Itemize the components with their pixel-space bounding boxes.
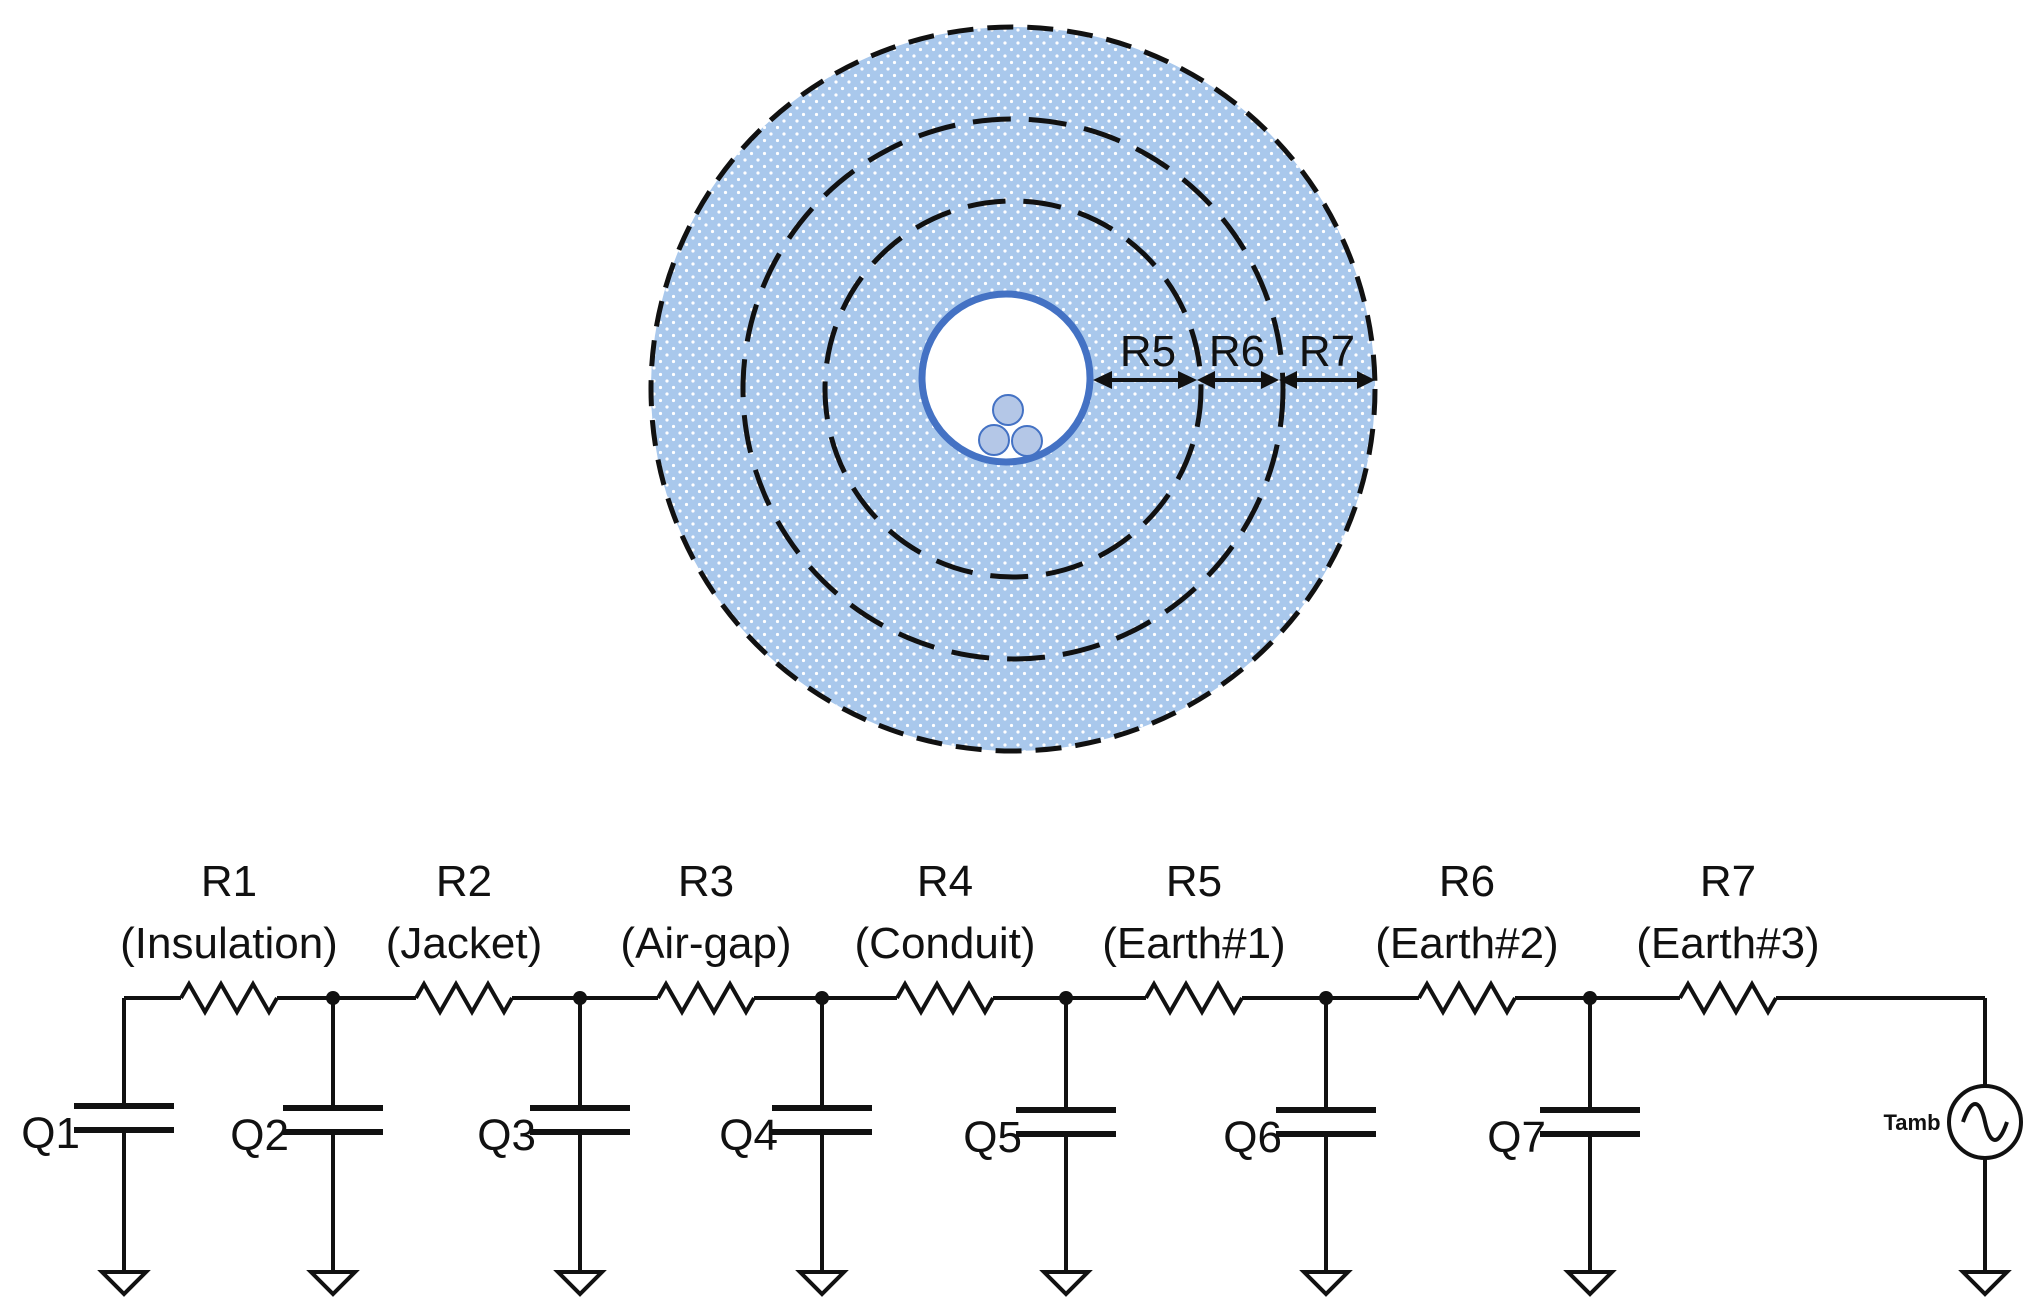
cable-conductor <box>1011 425 1043 457</box>
resistor-description: (Insulation) <box>120 919 338 968</box>
capacitor-label: Q2 <box>230 1111 289 1160</box>
ground-symbol <box>1563 1270 1617 1297</box>
resistor-label: R6 <box>1439 857 1495 906</box>
middle-boundary-ring <box>740 116 1286 662</box>
resistor-label: R3 <box>678 857 734 906</box>
ambient-source: Tamb <box>1883 1084 2023 1160</box>
ambient-source-symbol <box>1947 1084 2023 1160</box>
capacitor-label: Q6 <box>1223 1113 1282 1162</box>
ground-symbol <box>1958 1270 2012 1297</box>
resistor-r2 <box>414 979 514 1017</box>
ground-symbol <box>1039 1270 1093 1297</box>
ambient-source-label: Tamb <box>1883 1110 1940 1135</box>
outer-boundary-ring <box>648 24 1378 754</box>
capacitor-label: Q5 <box>963 1113 1022 1162</box>
layer-label-r7: R7 <box>1299 327 1355 376</box>
resistor-label: R1 <box>201 857 257 906</box>
capacitor-label: Q7 <box>1487 1113 1546 1162</box>
cable-cross-section: R5 R6 R7 <box>648 24 1378 754</box>
junction-node <box>1583 991 1597 1005</box>
sine-wave-icon <box>1961 1102 2009 1142</box>
capacitor-label: Q4 <box>719 1111 778 1160</box>
resistor-r5 <box>1144 979 1244 1017</box>
circuit-components: R1 (Insulation) R2 (Jacket) R3 (Air-gap) R4 (Co… <box>21 857 1819 1162</box>
resistor-description: (Conduit) <box>855 919 1036 968</box>
resistor-r3 <box>656 979 756 1017</box>
ground-symbol <box>306 1270 360 1297</box>
ground-symbol <box>795 1270 849 1297</box>
resistor-label: R7 <box>1700 857 1756 906</box>
resistor-description: (Air-gap) <box>620 919 791 968</box>
resistor-description: (Earth#3) <box>1636 919 1819 968</box>
cable-bundle <box>978 394 1043 457</box>
layer-label-r6: R6 <box>1209 327 1265 376</box>
ground-symbol <box>97 1270 151 1297</box>
resistor-description: (Jacket) <box>386 919 542 968</box>
junction-node <box>326 991 340 1005</box>
conduit-pipe <box>918 290 1094 466</box>
junction-node <box>1319 991 1333 1005</box>
resistor-label: R5 <box>1166 857 1222 906</box>
resistor-r7 <box>1678 979 1778 1017</box>
junction-node <box>1059 991 1073 1005</box>
resistor-description: (Earth#1) <box>1102 919 1285 968</box>
thermal-circuit: R1 (Insulation) R2 (Jacket) R3 (Air-gap) R4 (Co… <box>21 857 2023 1297</box>
layer-label-r5: R5 <box>1120 327 1176 376</box>
resistor-label: R4 <box>917 857 973 906</box>
circuit-wiring <box>97 996 2012 1297</box>
capacitor-label: Q1 <box>21 1109 80 1158</box>
junction-node <box>573 991 587 1005</box>
resistor-r6 <box>1417 979 1517 1017</box>
capacitor-label: Q3 <box>477 1111 536 1160</box>
cable-conductor <box>978 424 1010 456</box>
resistor-r1 <box>179 979 279 1017</box>
inner-boundary-ring <box>822 198 1204 580</box>
ground-symbol <box>553 1270 607 1297</box>
junction-node <box>815 991 829 1005</box>
resistor-r4 <box>895 979 995 1017</box>
layer-dimension-arrows <box>1093 371 1375 389</box>
cable-conductor <box>992 394 1024 426</box>
resistor-description: (Earth#2) <box>1375 919 1558 968</box>
ground-symbol <box>1299 1270 1353 1297</box>
resistor-label: R2 <box>436 857 492 906</box>
